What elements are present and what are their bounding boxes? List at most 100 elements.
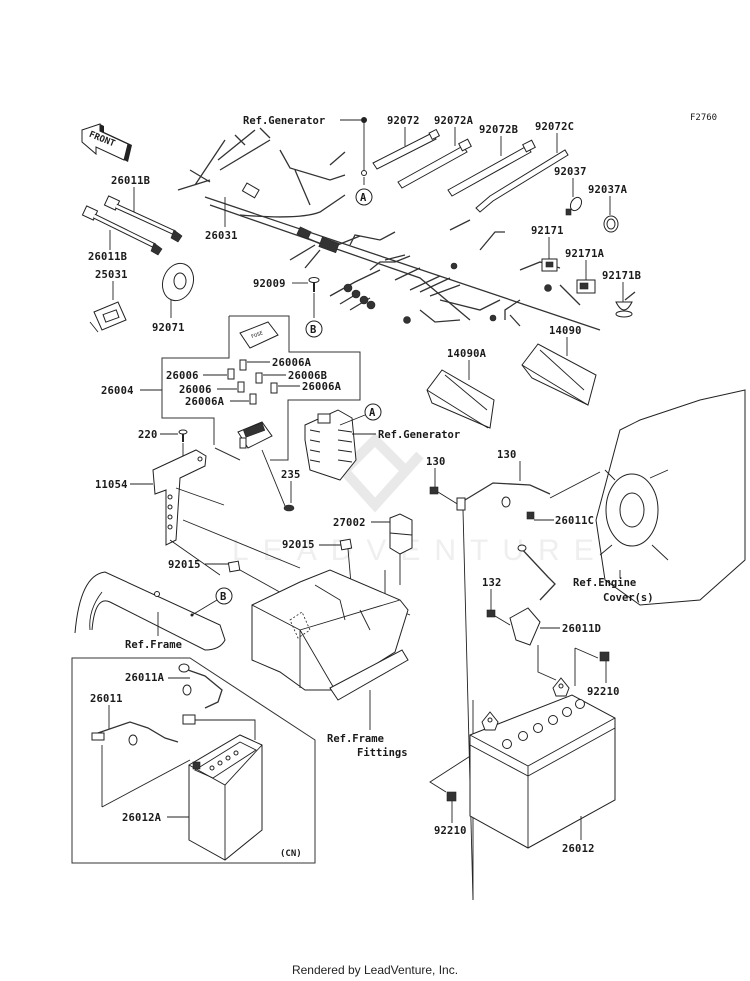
part-132[interactable]: 26011C [526,511,594,527]
part-27002[interactable]: 27002 [333,513,413,616]
svg-text:FUSE: FUSE [251,330,264,340]
label-26011A: 26011A [125,672,165,684]
label-220: 220 [138,429,158,441]
part-92015-2[interactable]: 92015 [168,559,286,596]
part-26012-battery[interactable]: 26012 [469,677,616,855]
part-92037[interactable]: 92037 [554,166,587,216]
part-220[interactable]: 220 [138,429,188,458]
label-92015-1: 92015 [282,539,315,551]
label-26006-1: 26006 [166,370,199,382]
figure-code: F2760 [690,113,717,123]
label-26012A: 26012A [122,812,162,824]
label-27002: 27002 [333,517,366,529]
part-92072B[interactable]: 92072B [447,124,536,197]
ref-frame: B Ref.Frame [74,571,233,651]
part-14090A[interactable]: 14090A [426,348,495,429]
part-92210-1[interactable]: 92210 [574,647,620,698]
callout-b-top-letter: B [310,324,317,336]
part-11054[interactable]: 11054 [95,449,301,576]
ref-frame-label: Ref.Frame [125,639,182,651]
label-14090: 14090 [549,325,582,337]
label-130-2: 132 [482,577,502,589]
label-26011C: 130 [497,449,517,461]
label-11054: 11054 [95,479,128,491]
part-92037A[interactable]: 92037A [588,184,628,233]
front-arrow-icon: FRONT [81,123,132,162]
fuse-26006A-3[interactable]: 26006A [185,393,257,408]
part-14090[interactable]: 14090 [521,325,597,406]
ref-generator-top: Ref.Generator A [243,115,373,206]
footer-credit: Rendered by LeadVenture, Inc. [291,963,459,977]
label-235: 235 [281,469,301,481]
part-26011B-lower[interactable]: 26011B [81,205,163,263]
label-26011D: 26011D [562,623,601,635]
label-92071: 92071 [152,322,185,334]
label-92037A: 92037A [588,184,628,196]
callout-a-top-letter: A [360,192,367,204]
part-92072A[interactable]: 92072A [397,115,474,189]
label-14090A: 14090A [447,348,487,360]
label-92171B: 92171B [602,270,641,282]
label-26006A-2: 26006A [302,381,342,393]
label-26006A-3: 26006A [185,396,225,408]
ref-engine-cover-label-2: Cover(s) [603,592,654,604]
ref-frame-fittings-label-1: Ref.Frame [327,733,384,745]
part-92171A[interactable]: 92171A [565,248,605,294]
label-92171A: 92171A [565,248,605,260]
label-92072: 92072 [387,115,420,127]
part-235[interactable]: 235 [261,449,301,512]
callout-a-top [355,188,373,206]
ref-engine-cover: Ref.Engine Cover(s) [549,389,746,606]
label-26006B: 26006B [288,370,327,382]
part-25031[interactable]: 25031 [89,269,128,333]
part-26011A[interactable]: 26011A [125,663,223,725]
fuse-26006B[interactable]: 26006B [255,370,327,384]
part-26004-fusebox[interactable]: 26004 FUSE [101,315,361,461]
part-92071[interactable]: 92071 [152,259,199,334]
label-26006-2: 26006 [179,384,212,396]
part-130-2[interactable]: 132 [482,577,511,626]
label-26012: 26012 [562,843,595,855]
label-92072C: 92072C [535,121,574,133]
label-92072A: 92072A [434,115,474,127]
label-25031: 25031 [95,269,128,281]
fuse-26006A-1[interactable]: 26006A [239,357,312,371]
part-26011[interactable]: 26011 [90,693,191,808]
part-92171[interactable]: 92171 [531,225,564,272]
label-26031: 26031 [205,230,238,242]
part-92072C[interactable]: 92072C [475,121,574,213]
label-26011: 26011 [90,693,123,705]
label-92210-2: 92210 [434,825,467,837]
label-92009: 92009 [253,278,286,290]
ref-engine-cover-label-1: Ref.Engine [573,577,636,589]
ref-generator-mid-label: Ref.Generator [378,429,460,441]
label-26004: 26004 [101,385,134,397]
label-92171: 92171 [531,225,564,237]
fuse-26006-1[interactable]: 26006 [166,368,235,382]
part-26031-harness[interactable]: 26031 [177,127,601,331]
region-note-cn: (CN) [280,849,302,859]
part-26011D[interactable]: 26011D [509,544,601,681]
ref-frame-fittings-label-2: Fittings [357,747,408,759]
cn-variant-box: (CN) [71,657,316,864]
part-92009[interactable]: 92009 B [253,277,323,338]
part-92072[interactable]: 92072 [372,115,441,170]
label-92072B: 92072B [479,124,518,136]
callout-b-frame-letter: B [220,591,227,603]
callout-b-top [305,320,323,338]
part-130-1[interactable]: 130 [426,456,460,506]
part-26012A[interactable]: 26012A [122,719,263,861]
label-92015-2: 92015 [168,559,201,571]
label-26006A-1: 26006A [272,357,312,369]
ref-generator-mid: A Ref.Generator [304,403,460,481]
ref-generator-top-label: Ref.Generator [243,115,325,127]
fuse-26006A-2[interactable]: 26006A [270,381,342,394]
callout-a-mid-letter: A [369,407,376,419]
part-92171B[interactable]: 92171B [602,270,641,318]
label-92037: 92037 [554,166,587,178]
label-26011B-lower: 26011B [88,251,127,263]
label-26011B-upper: 26011B [111,175,150,187]
fuse-26006-2[interactable]: 26006 [179,381,245,396]
part-26011B-upper[interactable]: 26011B [103,175,183,243]
